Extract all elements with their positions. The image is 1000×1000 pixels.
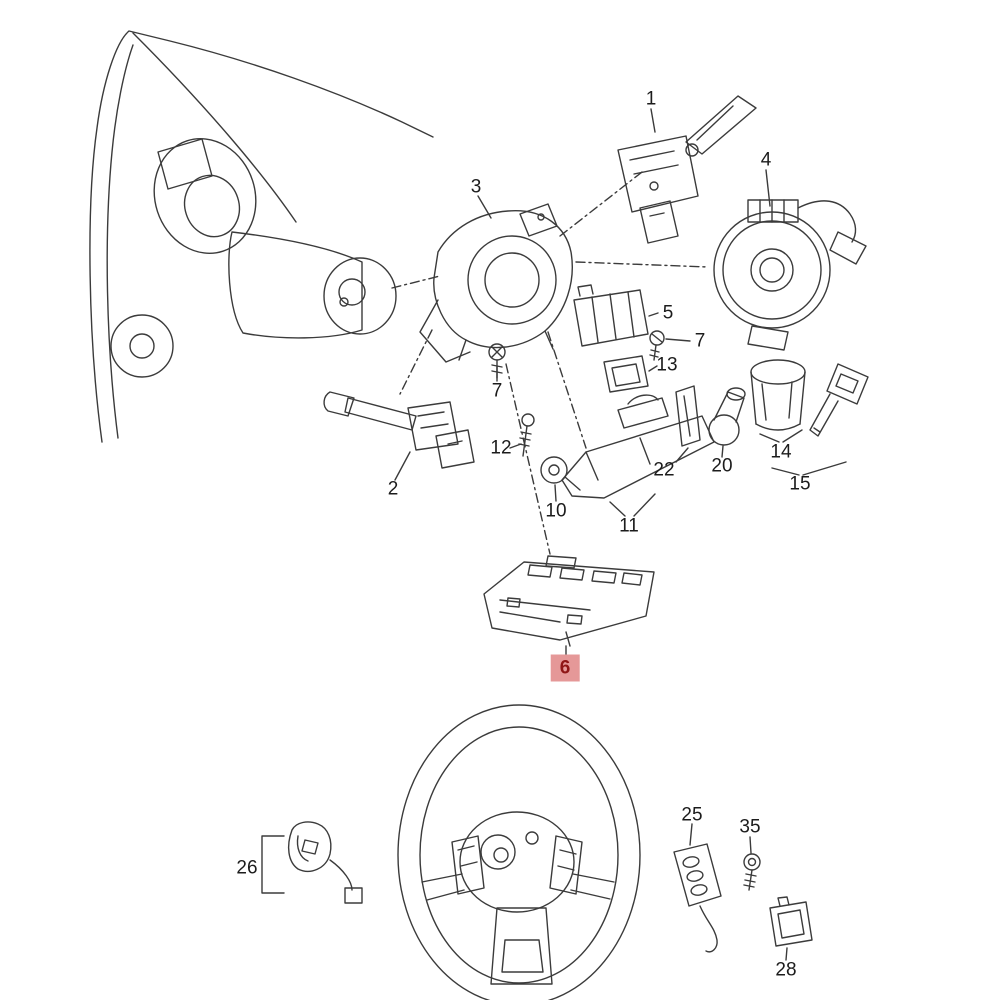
part-3-column-housing	[419, 203, 573, 363]
callout-4: 4	[760, 149, 772, 171]
steering-wheel-drawing	[397, 704, 641, 1000]
part-14-ignition-cylinder	[750, 359, 806, 431]
callout-20: 20	[711, 455, 733, 477]
callout-12: 12	[490, 437, 512, 459]
callout-11: 11	[619, 515, 639, 537]
callout-14: 14	[770, 441, 792, 463]
part-4-clock-spring	[713, 199, 867, 351]
part-10-cylinder-cap	[540, 456, 581, 491]
callout-15: 15	[789, 473, 811, 495]
callout-5: 5	[662, 302, 674, 324]
part-12-screw	[518, 413, 535, 457]
part-2-stalk-switch	[323, 391, 475, 469]
callout-10: 10	[545, 500, 567, 522]
part-1-column-switch	[617, 95, 757, 244]
callout-7-upper: 7	[694, 330, 706, 352]
callout-leader-lines	[261, 108, 847, 961]
callout-28: 28	[775, 959, 797, 981]
part-26-switch-trim	[287, 821, 363, 904]
callout-25: 25	[681, 804, 703, 826]
part-35-screw	[743, 853, 761, 891]
part-6-control-module	[483, 555, 655, 647]
part-25-multifunction-switch	[673, 843, 722, 953]
part-5-switch-block	[573, 284, 649, 347]
assembly-axis-lines	[391, 171, 709, 555]
dashboard-drawing	[89, 30, 434, 443]
callout-3: 3	[470, 176, 482, 198]
callout-26: 26	[236, 857, 258, 879]
callout-22: 22	[653, 459, 675, 481]
part-28-switch-block	[769, 896, 813, 947]
part-15-key-fob	[809, 363, 869, 437]
callout-13: 13	[656, 354, 678, 376]
callout-35: 35	[739, 816, 761, 838]
part-22-bracket	[675, 385, 701, 447]
part-13-switch	[603, 355, 649, 393]
part-20-contact-piece	[708, 387, 746, 446]
callout-1: 1	[645, 88, 657, 110]
callout-7-lower: 7	[491, 380, 503, 402]
part-7-screw-upper	[649, 330, 665, 361]
callout-6: 6	[550, 654, 580, 682]
callout-2: 2	[387, 478, 399, 500]
